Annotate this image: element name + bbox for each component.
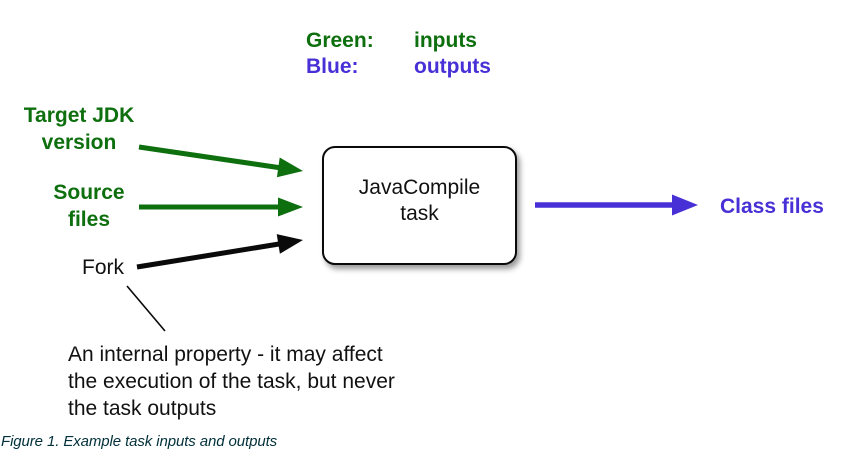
annotation-line3: the task outputs (68, 397, 217, 420)
task-node-line2: task (400, 201, 439, 225)
legend-blue-value: outputs (414, 55, 491, 78)
source-files-label: Source files (24, 179, 154, 233)
fork-label: Fork (82, 256, 124, 279)
target-jdk-version-label: Target JDK version (0, 102, 158, 156)
arrow-fork-to-task (136, 234, 303, 270)
source-files-line2: files (67, 208, 111, 231)
source-files-line1: Source (53, 181, 125, 204)
legend-blue-label: Blue: (306, 55, 359, 78)
legend-green-label: Green: (306, 29, 374, 52)
annotation-line1: An internal property - it may affect (68, 343, 383, 366)
legend-green-value: inputs (414, 29, 477, 52)
task-node-line1: JavaCompile (358, 175, 481, 199)
arrow-target-jdk-to-task (138, 144, 303, 178)
annotation-line2: the execution of the task, but never (68, 370, 395, 393)
fork-annotation-line (126, 285, 166, 332)
arrow-task-to-class-files (535, 194, 698, 216)
javacompile-task-node: JavaCompile task (322, 146, 517, 265)
class-files-label: Class files (720, 195, 824, 218)
target-jdk-version-line1: Target JDK (23, 104, 135, 127)
arrow-source-files-to-task (139, 197, 303, 217)
target-jdk-version-line2: version (41, 131, 117, 154)
figure-caption: Figure 1. Example task inputs and output… (1, 433, 278, 450)
fork-annotation: An internal property - it may affect the… (68, 341, 395, 422)
